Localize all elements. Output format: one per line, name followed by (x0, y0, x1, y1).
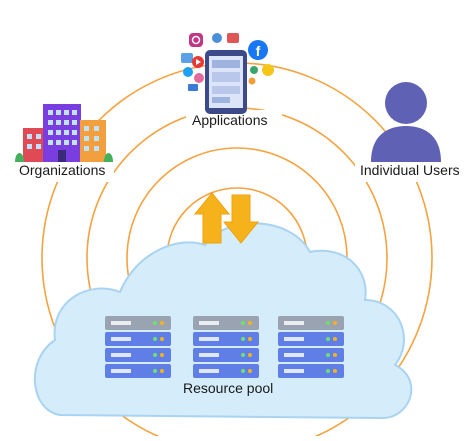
applications-label-bg (186, 110, 282, 132)
twitter-icon (183, 67, 193, 77)
applications-illustration: f (181, 33, 274, 114)
svg-text:f: f (256, 43, 261, 59)
snapchat-icon (262, 64, 274, 76)
profile-icon (212, 33, 222, 43)
individual-users-label: Individual Users (360, 162, 460, 178)
gift-icon (227, 33, 239, 43)
individual-users-label-bg (355, 160, 467, 182)
server-rack-1 (105, 316, 171, 378)
server-rack-2 (193, 316, 259, 378)
facebook-icon (248, 40, 268, 60)
organizations-label-bg (14, 160, 114, 182)
organizations-label: Organizations (19, 162, 106, 178)
individual-user-icon (371, 82, 441, 162)
applications-label: Applications (192, 112, 268, 128)
resource-pool-label: Resource pool (183, 380, 274, 396)
server-rack-3 (278, 316, 344, 378)
message-icon (181, 53, 193, 63)
exchange-arrows-icon (193, 192, 260, 244)
instagram-icon (189, 33, 203, 47)
mail-icon (248, 77, 256, 85)
organizations-building-icon (15, 104, 113, 162)
